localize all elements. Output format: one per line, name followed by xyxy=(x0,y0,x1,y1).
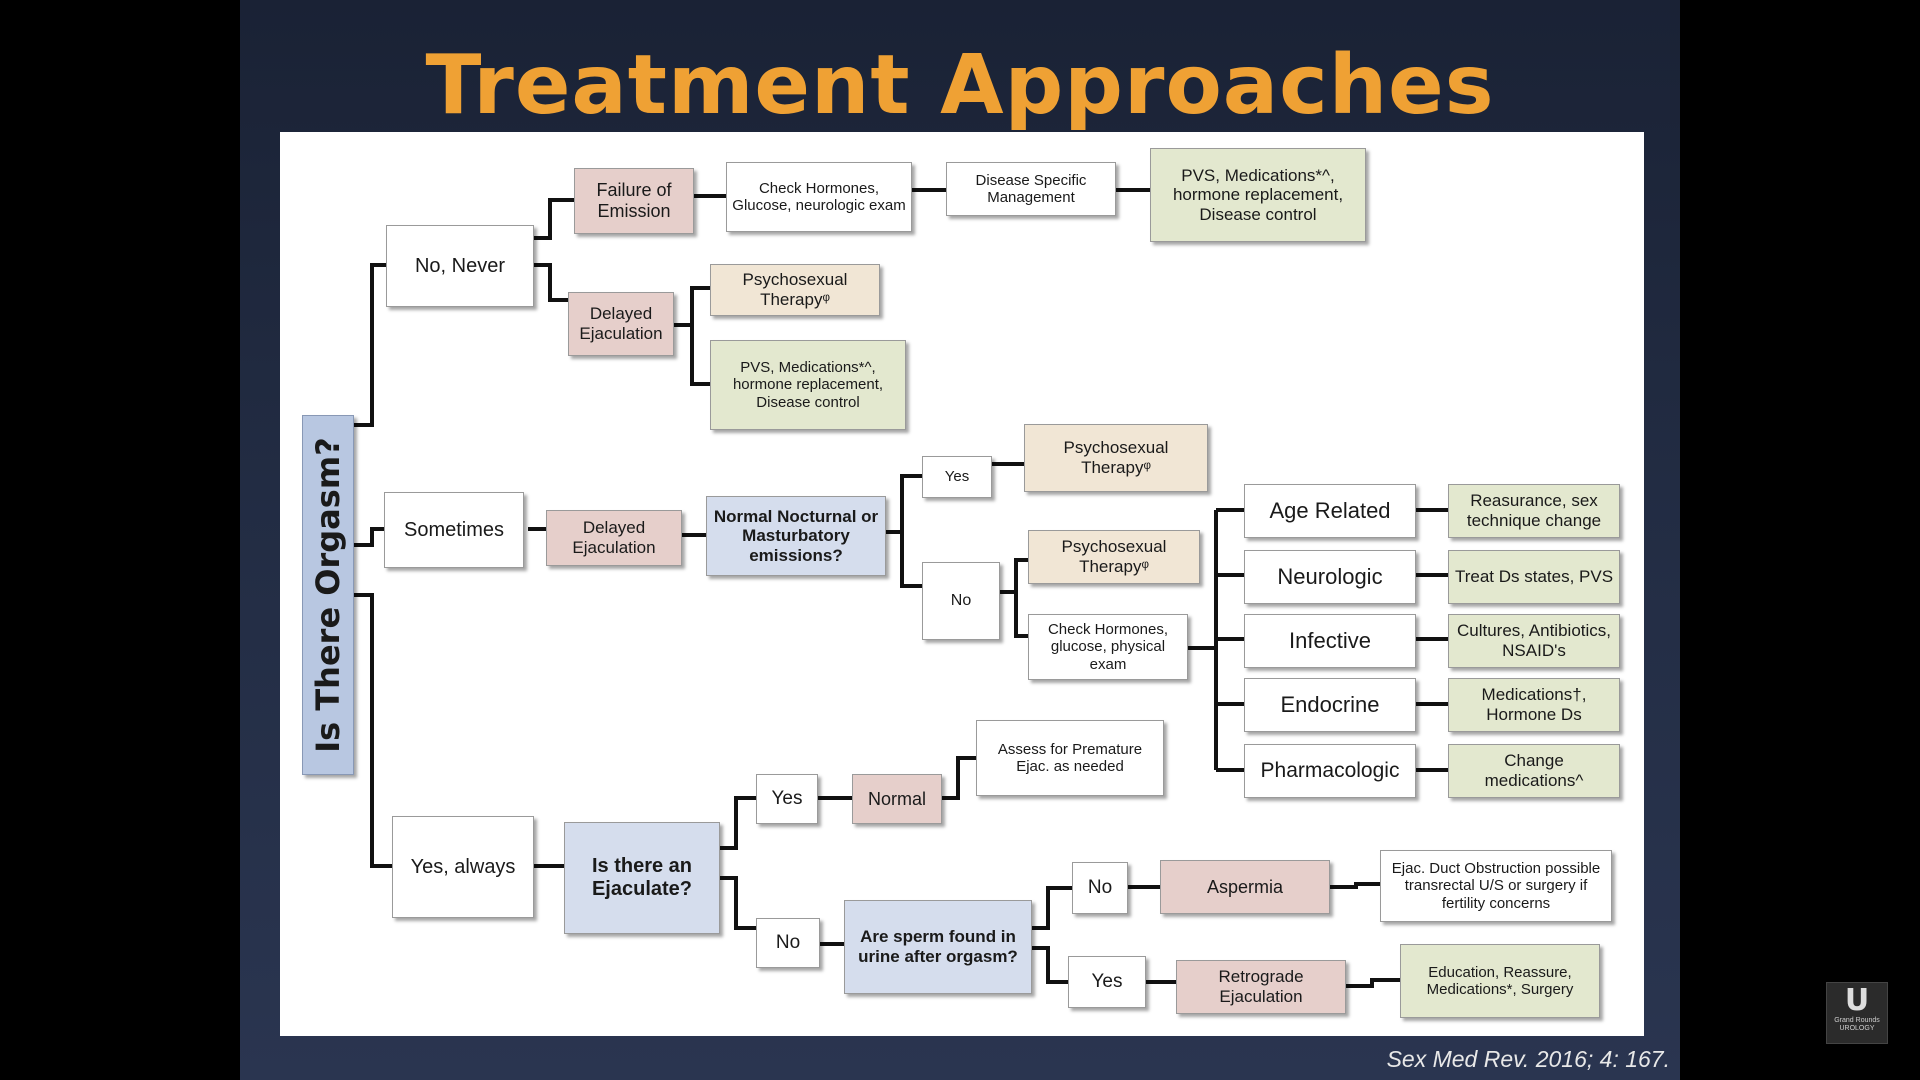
logo-line-1: Grand Rounds xyxy=(1834,1017,1880,1024)
node-yes-3: Yes xyxy=(1068,956,1146,1008)
node-retrograde-ejaculation: Retrograde Ejaculation xyxy=(1176,960,1346,1014)
connector xyxy=(674,286,710,327)
node-education-reassure: Education, Reassure, Medications*, Surge… xyxy=(1400,944,1600,1018)
connector xyxy=(534,198,574,240)
connector xyxy=(1032,886,1072,930)
node-delayed-ejaculation-1: Delayed Ejaculation xyxy=(568,292,674,356)
node-ejac-duct-obstruction: Ejac. Duct Obstruction possible transrec… xyxy=(1380,850,1612,922)
node-assess-premature-ejac: Assess for Premature Ejac. as needed xyxy=(976,720,1164,796)
node-pvs-medications-2: PVS, Medications*^, hormone replacement,… xyxy=(710,340,906,430)
node-endocrine: Endocrine xyxy=(1244,678,1416,732)
logo-line-2: UROLOGY xyxy=(1839,1025,1875,1032)
slide-title: Treatment Approaches xyxy=(425,38,1495,133)
connector xyxy=(354,527,384,547)
connector xyxy=(1000,590,1028,638)
node-failure-of-emission: Failure of Emission xyxy=(574,168,694,234)
logo-mark: U xyxy=(1844,983,1870,1018)
node-is-there-an-ejaculate: Is there an Ejaculate? xyxy=(564,822,720,934)
root-question-is-there-orgasm: Is There Orgasm? xyxy=(302,415,354,775)
connector xyxy=(720,796,756,850)
node-age-related: Age Related xyxy=(1244,484,1416,538)
node-no-2: No xyxy=(756,918,820,968)
node-normal-nocturnal-emissions: Normal Nocturnal or Masturbatory emissio… xyxy=(706,496,886,576)
node-psychosexual-therapy-2: Psychosexual Therapyᵠ xyxy=(1024,424,1208,492)
connector xyxy=(674,323,710,386)
node-sometimes: Sometimes xyxy=(384,492,524,568)
node-check-hormones-physical: Check Hormones, glucose, physical exam xyxy=(1028,614,1188,680)
connector xyxy=(1000,558,1028,594)
connector xyxy=(1330,882,1380,889)
node-no-3: No xyxy=(1072,862,1128,914)
node-pharmacologic: Pharmacologic xyxy=(1244,744,1416,798)
connector xyxy=(1346,978,1400,988)
node-check-hormones-neurologic: Check Hormones, Glucose, neurologic exam xyxy=(726,162,912,232)
node-psychosexual-therapy-1: Psychosexual Therapyᵠ xyxy=(710,264,880,316)
node-cultures-antibiotics: Cultures, Antibiotics, NSAID's xyxy=(1448,614,1620,668)
node-disease-specific-management: Disease Specific Management xyxy=(946,162,1116,216)
connector xyxy=(720,876,756,930)
node-psychosexual-therapy-3: Psychosexual Therapyᵠ xyxy=(1028,530,1200,584)
node-reassurance-sex-technique: Reasurance, sex technique change xyxy=(1448,484,1620,538)
node-sperm-in-urine: Are sperm found in urine after orgasm? xyxy=(844,900,1032,994)
connector xyxy=(354,263,386,427)
connector xyxy=(534,263,568,302)
node-yes-always: Yes, always xyxy=(392,816,534,918)
node-aspermia: Aspermia xyxy=(1160,860,1330,914)
node-change-medications: Change medications^ xyxy=(1448,744,1620,798)
root-label: Is There Orgasm? xyxy=(309,437,347,753)
connector xyxy=(942,756,976,800)
connector xyxy=(1032,946,1068,984)
node-treat-ds-states: Treat Ds states, PVS xyxy=(1448,550,1620,604)
connector xyxy=(886,474,922,534)
node-no-never: No, Never xyxy=(386,225,534,307)
node-normal: Normal xyxy=(852,774,942,824)
node-no-small: No xyxy=(922,562,1000,640)
grand-rounds-urology-logo: U Grand Rounds UROLOGY xyxy=(1826,982,1888,1044)
node-yes-small: Yes xyxy=(922,456,992,498)
node-delayed-ejaculation-2: Delayed Ejaculation xyxy=(546,510,682,566)
node-medications-hormone: Medications†, Hormone Ds xyxy=(1448,678,1620,732)
node-infective: Infective xyxy=(1244,614,1416,668)
node-pvs-medications-1: PVS, Medications*^, hormone replacement,… xyxy=(1150,148,1366,242)
node-yes-2: Yes xyxy=(756,774,818,824)
connector xyxy=(354,593,392,868)
connector xyxy=(886,530,922,588)
citation: Sex Med Rev. 2016; 4: 167. xyxy=(1386,1046,1670,1072)
node-neurologic: Neurologic xyxy=(1244,550,1416,604)
